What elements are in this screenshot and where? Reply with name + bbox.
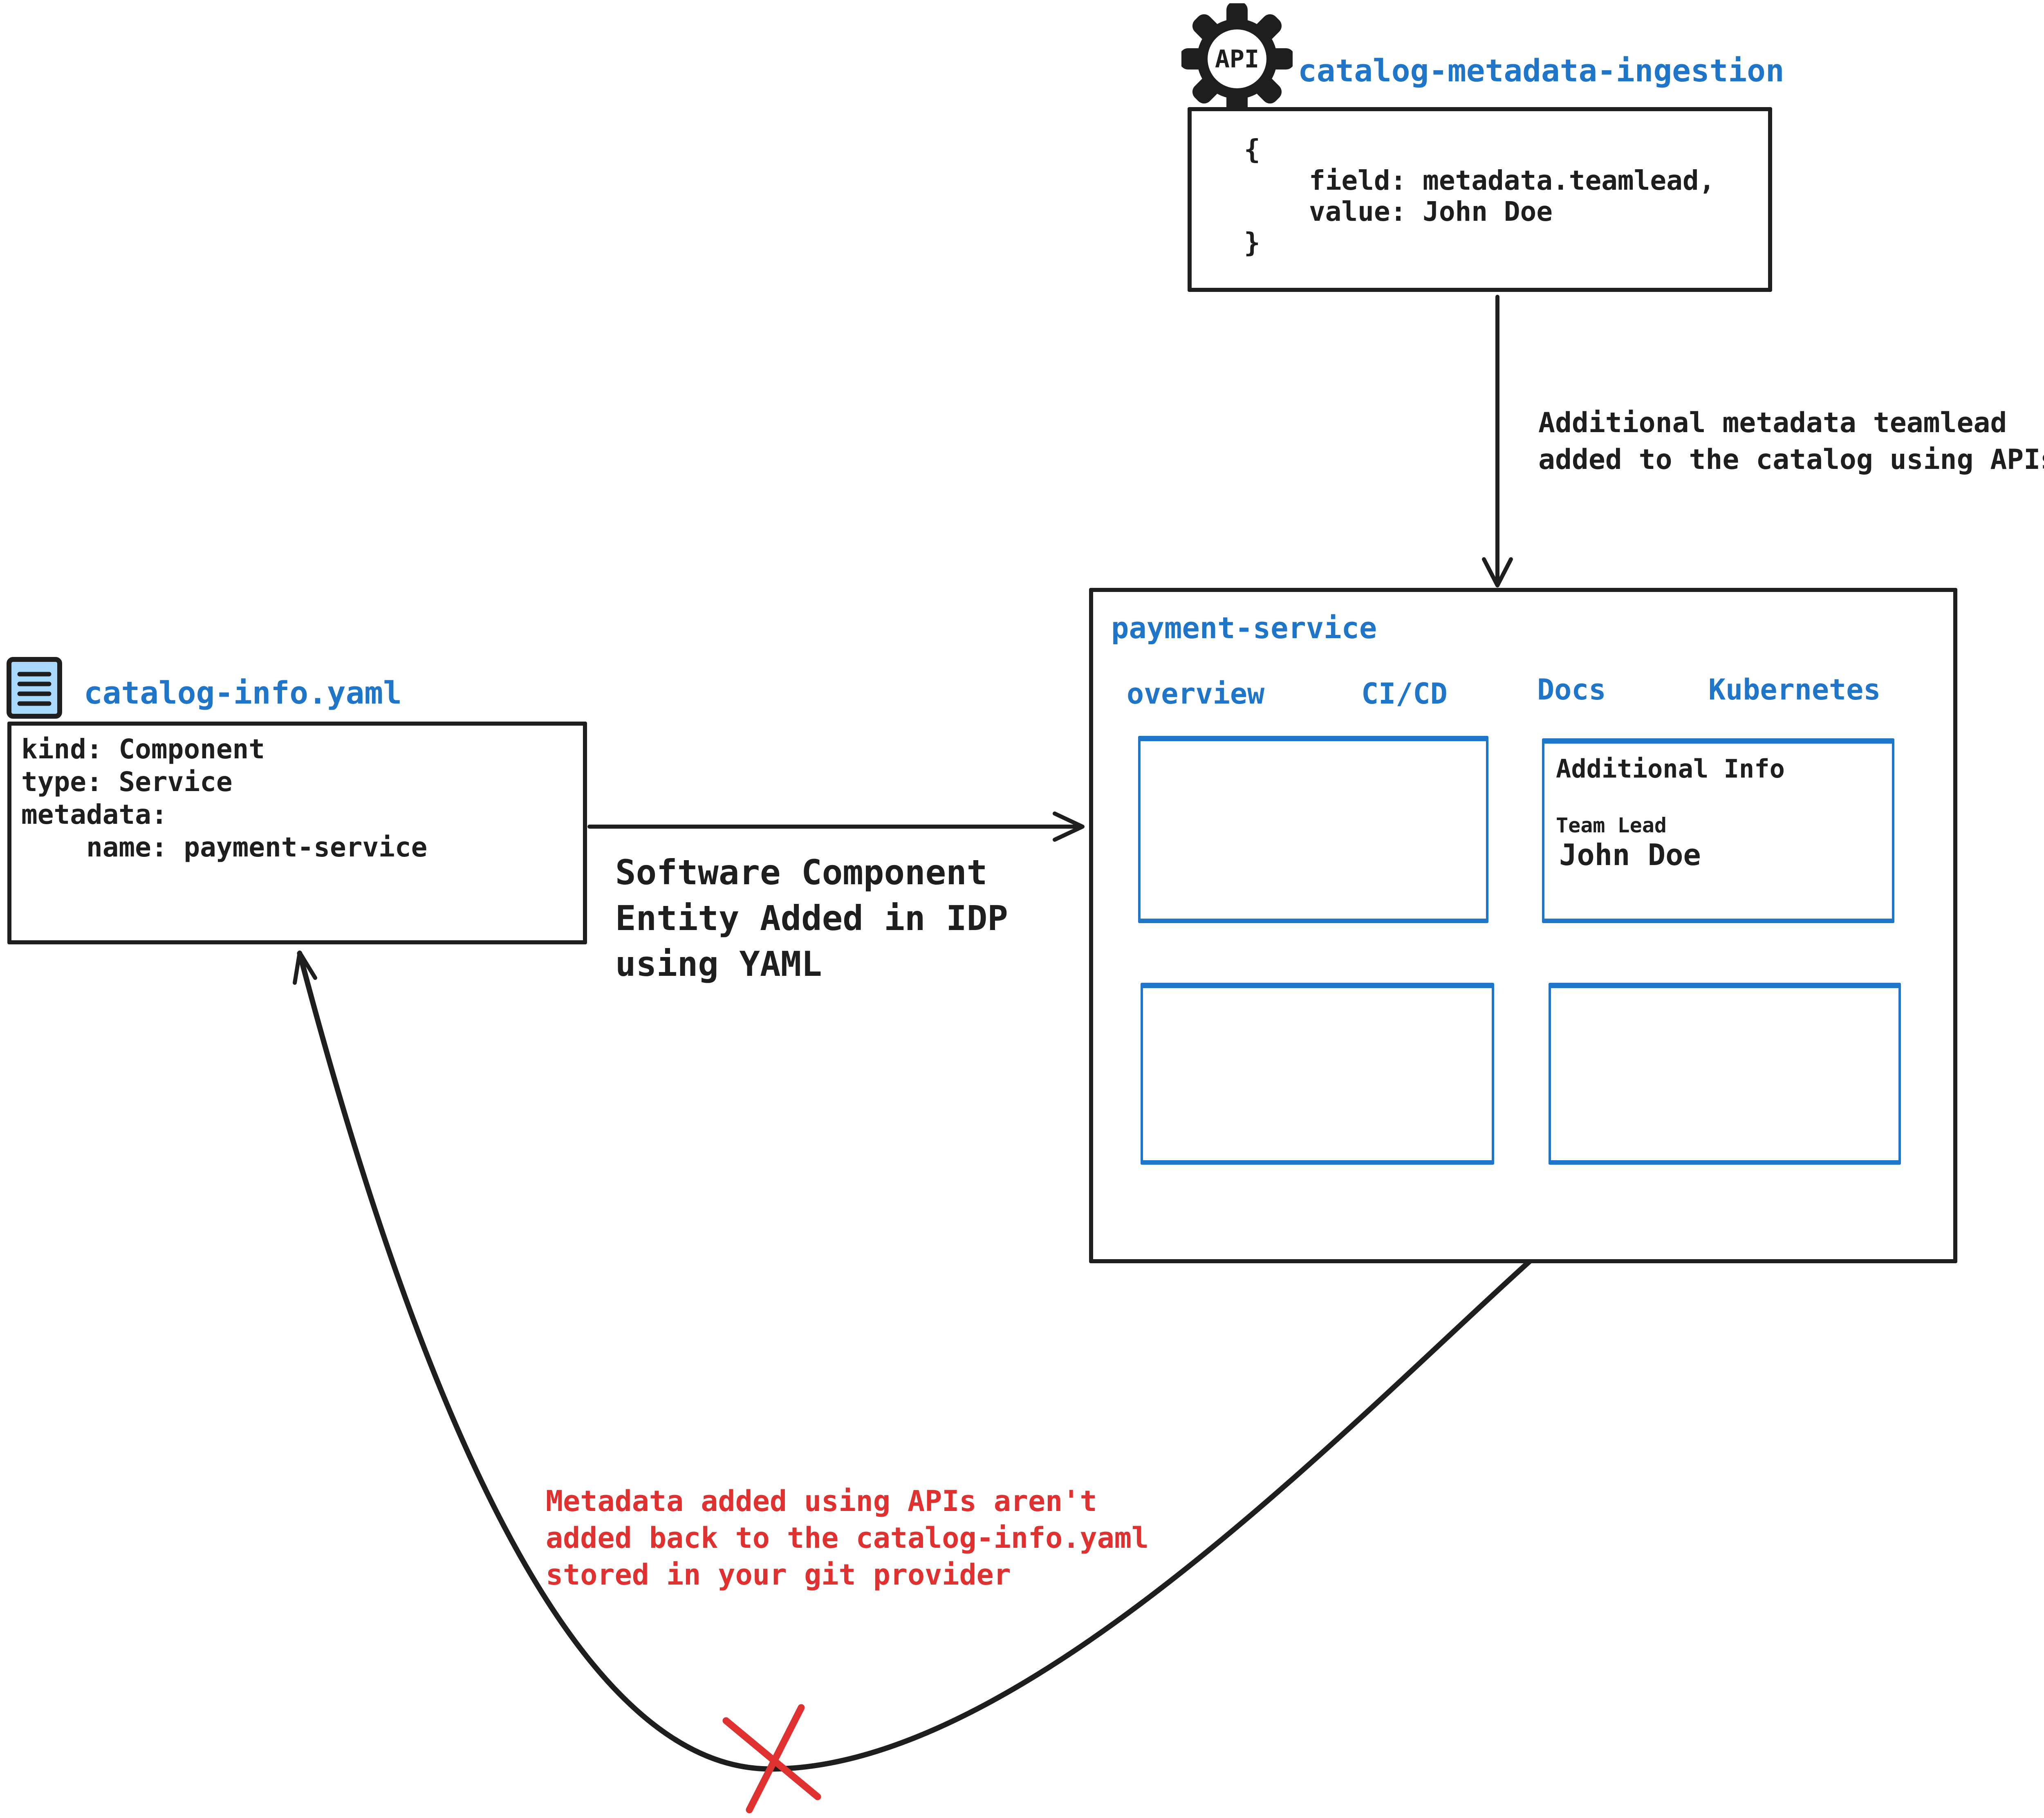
api-arrow-label-line: added to the catalog using APIs	[1538, 444, 2044, 476]
idp-window-title: payment-service	[1111, 611, 1377, 645]
yaml-arrow-label-line: using YAML	[615, 944, 822, 984]
warning-note-line: stored in your git provider	[546, 1558, 1011, 1592]
yaml-file-code: kind: Component type: Service metadata: …	[21, 733, 427, 864]
tab-kubernetes: Kubernetes	[1708, 673, 1881, 706]
yaml-arrow-label: Software Component Entity Added in IDP u…	[615, 850, 1008, 987]
yaml-file-icon	[7, 657, 62, 719]
warning-note: Metadata added using APIs aren't added b…	[546, 1483, 1149, 1593]
code-line: metadata:	[21, 799, 168, 830]
code-line: field: metadata.teamlead,	[1244, 165, 1715, 196]
code-line: type: Service	[21, 766, 233, 798]
api-gear-icon-label: API	[1215, 45, 1259, 74]
api-title: catalog-metadata-ingestion	[1298, 52, 1784, 89]
arrowhead-idp-to-yaml-icon	[293, 950, 317, 985]
arrowhead-api-to-idp-icon	[1482, 557, 1513, 587]
code-line: kind: Component	[21, 733, 265, 765]
yaml-arrow-label-line: Software Component	[615, 852, 988, 892]
tab-cicd: CI/CD	[1361, 677, 1448, 711]
team-lead-label: Team Lead	[1556, 814, 1667, 837]
arrowhead-yaml-to-idp-icon	[1053, 811, 1085, 842]
code-line: name: payment-service	[21, 832, 428, 863]
tab-overview: overview	[1127, 677, 1265, 711]
panel-overview-empty	[1138, 736, 1488, 923]
tab-docs: Docs	[1537, 673, 1606, 706]
panel-empty-bottom-right	[1549, 983, 1901, 1165]
api-gear-icon: API	[1181, 3, 1293, 114]
panel-empty-bottom-left	[1141, 983, 1494, 1165]
team-lead-value: John Doe	[1559, 838, 1701, 872]
yaml-arrow-label-line: Entity Added in IDP	[615, 898, 1008, 938]
not-synced-x-icon	[722, 1704, 821, 1814]
api-payload-box: { field: metadata.teamlead, value: John …	[1188, 107, 1772, 292]
additional-info-heading: Additional Info	[1556, 754, 1785, 784]
code-line: }	[1244, 227, 1260, 258]
yaml-file-box: kind: Component type: Service metadata: …	[7, 722, 587, 944]
warning-note-line: Metadata added using APIs aren't	[546, 1484, 1097, 1518]
api-arrow-label-line: Additional metadata teamlead	[1538, 407, 2007, 439]
api-payload-code: { field: metadata.teamlead, value: John …	[1244, 134, 1715, 258]
panel-additional-info: Additional Info Team Lead John Doe	[1542, 738, 1894, 923]
warning-note-line: added back to the catalog-info.yaml	[546, 1521, 1149, 1555]
code-line: value: John Doe	[1244, 196, 1553, 227]
api-arrow-label: Additional metadata teamlead added to th…	[1538, 405, 2044, 478]
yaml-file-title: catalog-info.yaml	[84, 675, 402, 711]
code-line: {	[1244, 134, 1260, 165]
